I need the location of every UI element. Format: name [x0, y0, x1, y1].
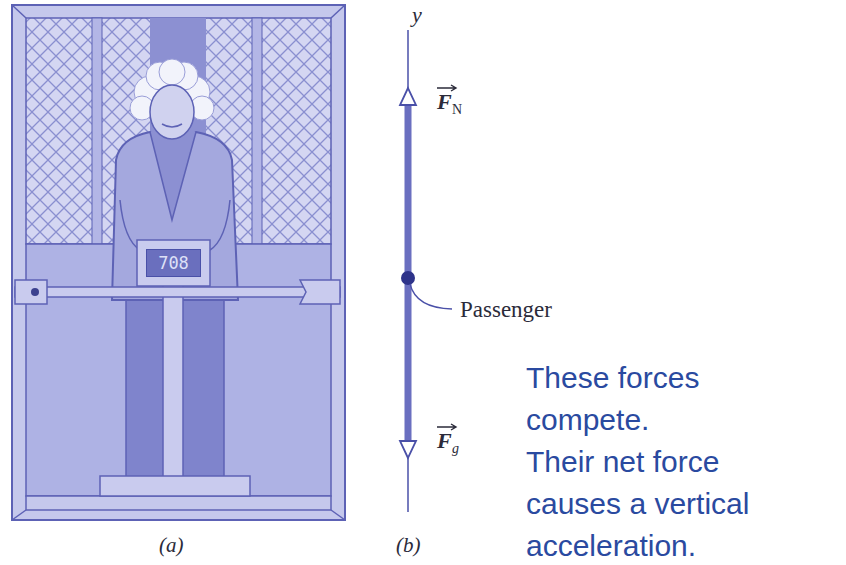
drawing-part — [410, 284, 452, 309]
drawing-part — [331, 510, 345, 520]
drawing-part — [163, 284, 183, 479]
panel-label: (b) — [396, 535, 421, 556]
force-symbol: F — [437, 430, 452, 452]
drawing-part — [15, 287, 340, 297]
drawing-part — [300, 280, 340, 304]
node-text: These forces compete. — [526, 357, 788, 441]
drawing-part — [150, 85, 194, 139]
point-label: Passenger — [460, 298, 552, 321]
drawing-part — [137, 240, 210, 286]
force-subscript: N — [452, 103, 462, 117]
drawing-part — [12, 510, 26, 520]
drawing-part — [31, 288, 39, 296]
node-text: Their net force causes a vertical accele… — [526, 441, 788, 565]
drawing-part — [162, 124, 182, 127]
drawing-part — [92, 18, 102, 244]
drawing-part — [331, 5, 345, 18]
drawing-part — [401, 271, 415, 285]
axis-label: y — [412, 4, 422, 26]
drawing-part — [26, 496, 331, 510]
elevator-cab — [12, 5, 345, 520]
drawing-part — [12, 5, 345, 520]
drawing-part — [150, 132, 196, 220]
drawing-part — [159, 59, 185, 85]
drawing-part — [400, 441, 416, 458]
drawing-part — [12, 5, 26, 18]
drawing-part — [100, 476, 250, 496]
drawing-part — [15, 280, 47, 304]
drawing-part — [112, 132, 238, 300]
passenger-figure — [112, 59, 238, 480]
scale-display: 708 — [146, 249, 201, 277]
note-box: These forces compete.Their net force cau… — [498, 345, 846, 565]
force-subscript: g — [452, 442, 459, 456]
drawing-part — [400, 88, 416, 105]
handrail — [15, 280, 340, 304]
free-body-diagram — [400, 30, 456, 512]
node-text: 708 — [149, 253, 198, 273]
scale — [100, 240, 250, 496]
drawing-part — [252, 18, 262, 244]
force-symbol: F — [437, 91, 452, 113]
panel-label: (a) — [159, 535, 184, 556]
